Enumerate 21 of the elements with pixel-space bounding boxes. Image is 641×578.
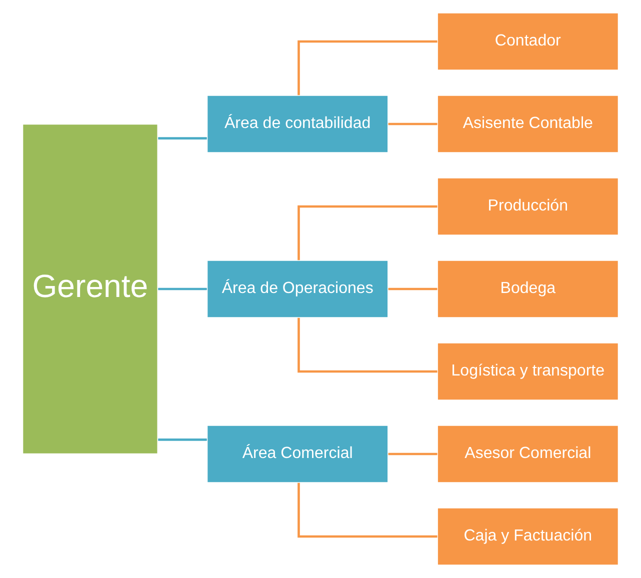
node-box: Área de contabilidad [206,94,389,154]
connector [298,318,438,373]
node-box: Asesor Comercial [436,424,619,484]
connector [298,205,438,260]
node-box: Caja y Factuación [436,507,619,566]
node-box: Asisente Contable [436,94,619,154]
node-box: Contador [436,12,619,71]
connector [388,288,438,290]
connector [388,452,438,456]
node-box: Producción [436,177,619,236]
node-box: Bodega [436,260,619,318]
node-box: Logística y transporte [436,342,619,401]
node-box: Área de Operaciones [206,260,389,318]
connector [388,122,438,126]
connector [158,438,207,441]
connector [298,40,438,96]
connector [158,288,207,290]
connector [298,482,438,538]
node-box: Área Comercial [206,424,389,484]
node-box: Gerente [22,123,158,455]
connector [158,137,207,140]
